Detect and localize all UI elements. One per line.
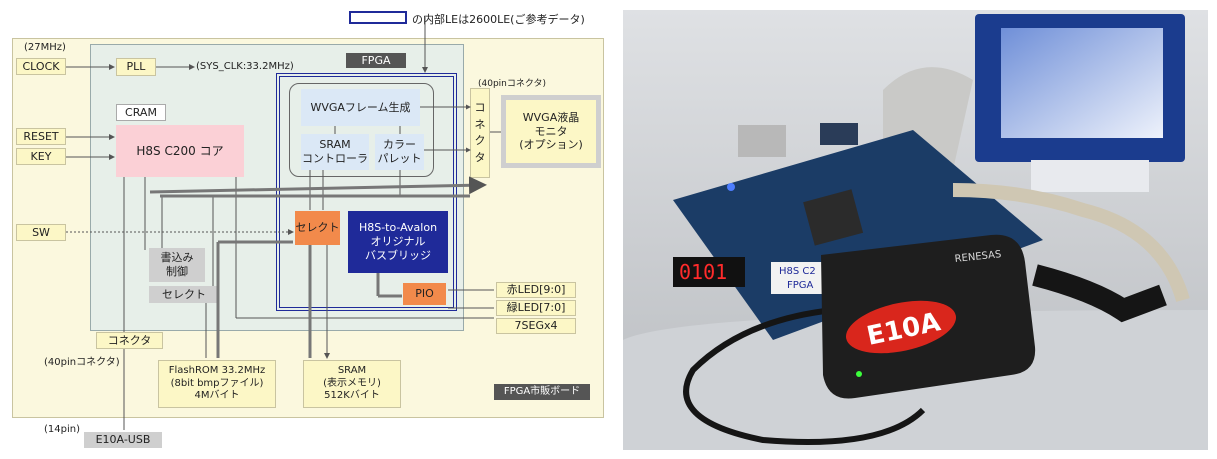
- monitor-line1: WVGA液晶: [522, 110, 580, 124]
- hardware-photo: 0101 H8S C2 FPGA E10A RENESAS: [623, 10, 1208, 450]
- key-input: KEY: [16, 148, 66, 165]
- sram-line2: (表示メモリ): [323, 377, 381, 389]
- sram-controller-line1: SRAM: [319, 138, 351, 152]
- flashrom-block: FlashROM 33.2MHz (8bit bmpファイル) 4Mバイト: [158, 360, 276, 408]
- bridge-line2: オリジナル: [370, 235, 426, 249]
- display-group: [289, 83, 434, 177]
- sram-block: SRAM (表示メモリ) 512Kバイト: [303, 360, 401, 408]
- fpga-label: FPGA: [346, 53, 406, 68]
- board-label: FPGA市販ボード: [494, 384, 590, 400]
- select-block-gray: セレクト: [149, 286, 219, 303]
- connector-char-2: ネ: [474, 117, 486, 131]
- write-control: 書込み 制御: [149, 248, 205, 282]
- legend-note: の内部LEは2600LE(ご参考データ): [412, 13, 585, 26]
- flashrom-line2: (8bit bmpファイル): [170, 377, 264, 389]
- cram-block: CRAM: [116, 104, 166, 121]
- seven-seg-display: 0101: [679, 260, 727, 284]
- connector-bottom: コネクタ: [96, 332, 163, 349]
- write-control-line2: 制御: [166, 265, 188, 278]
- connector-vertical: コ ネ ク タ: [470, 88, 490, 178]
- output-7seg: 7SEGx4: [496, 318, 576, 334]
- pll-block: PLL: [116, 58, 156, 76]
- write-control-line1: 書込み: [160, 251, 194, 265]
- sram-controller: SRAM コントローラ: [301, 134, 369, 170]
- output-green-led: 緑LED[7:0]: [496, 300, 576, 316]
- select-block-orange: セレクト: [295, 211, 340, 245]
- sram-controller-line2: コントローラ: [302, 152, 368, 165]
- color-palette-line1: カラー: [383, 138, 416, 152]
- connector-char-1: コ: [474, 101, 486, 114]
- sw-input: SW: [16, 224, 66, 241]
- color-palette: カラー パレット: [375, 134, 424, 170]
- clock-frequency: (27MHz): [24, 42, 66, 53]
- connector-char-4: タ: [474, 150, 486, 164]
- monitor-line3: (オプション): [519, 138, 583, 152]
- monitor-line2: モニタ: [534, 124, 568, 138]
- e10a-usb-label: E10A-USB: [84, 432, 162, 448]
- clock-input: CLOCK: [16, 58, 66, 75]
- pin40-bottom-label: (40pinコネクタ): [44, 357, 120, 368]
- bridge-line3: バスブリッジ: [365, 248, 431, 262]
- wvga-frame-generator: WVGAフレーム生成: [301, 89, 420, 126]
- flashrom-line1: FlashROM 33.2MHz: [168, 365, 266, 377]
- legend-swatch: [349, 11, 407, 24]
- pio-block: PIO: [403, 283, 446, 305]
- pin40-top-label: (40pinコネクタ): [478, 79, 547, 89]
- renesas-logo-text: RENESAS: [954, 249, 1002, 265]
- wvga-monitor: WVGA液晶 モニタ (オプション): [506, 100, 596, 163]
- h8s-core-block: H8S C200 コア: [116, 125, 244, 177]
- bridge-line1: H8S-to-Avalon: [358, 221, 438, 235]
- board-sticker-line2: FPGA: [787, 280, 814, 291]
- sram-line1: SRAM: [337, 365, 367, 377]
- reset-input: RESET: [16, 128, 66, 145]
- board-sticker-line1: H8S C2: [779, 266, 816, 277]
- flashrom-line3: 4Mバイト: [194, 390, 240, 402]
- pin14-label: (14pin): [44, 424, 80, 435]
- photo-illustration: 0101 H8S C2 FPGA E10A RENESAS: [623, 10, 1208, 450]
- bus-bridge: H8S-to-Avalon オリジナル バスブリッジ: [348, 211, 448, 273]
- block-diagram: の内部LEは2600LE(ご参考データ) FPGA (27MHz) CLOCK …: [12, 11, 604, 448]
- output-red-led: 赤LED[9:0]: [496, 282, 576, 298]
- connector-char-3: ク: [474, 134, 486, 147]
- sys-clk-label: (SYS_CLK:33.2MHz): [196, 61, 294, 72]
- color-palette-line2: パレット: [377, 152, 422, 165]
- sram-line3: 512Kバイト: [324, 390, 380, 402]
